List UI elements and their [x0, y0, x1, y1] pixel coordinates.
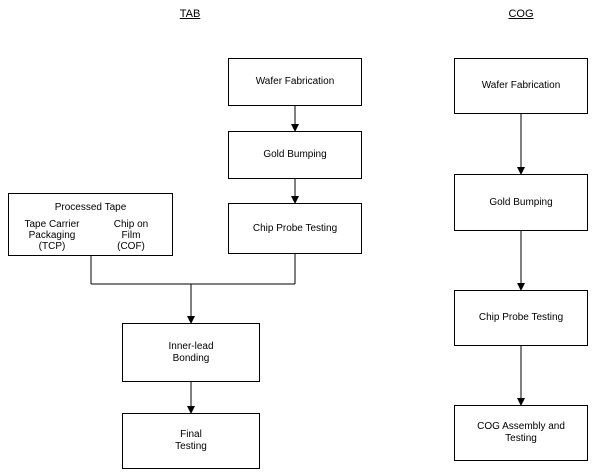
- final-testing-box: Final Testing: [122, 413, 260, 469]
- tab-chip-probe-testing-label: Chip Probe Testing: [252, 222, 338, 234]
- tab-wafer-fabrication-label: Wafer Fabrication: [255, 76, 335, 87]
- heading-tab: TAB: [179, 8, 201, 20]
- cog-gold-bumping-label: Gold Bumping: [489, 196, 553, 208]
- final-testing-line2: Testing: [175, 441, 207, 452]
- processed-tape-title: Processed Tape: [54, 202, 127, 213]
- inner-lead-bonding-box: Inner-lead Bonding: [122, 323, 260, 382]
- processed-tape-box: Processed Tape Tape Carrier Packaging (T…: [8, 193, 173, 256]
- tab-wafer-fabrication-box: Wafer Fabrication: [228, 58, 362, 106]
- cog-assembly-testing-line2: Testing: [505, 433, 537, 444]
- tcp-label: Tape Carrier Packaging (TCP): [24, 219, 80, 252]
- cog-gold-bumping-box: Gold Bumping: [454, 174, 588, 231]
- heading-cog: COG: [508, 8, 534, 20]
- tab-gold-bumping-label: Gold Bumping: [263, 149, 327, 160]
- final-testing-line1: Final: [180, 429, 202, 440]
- inner-lead-bonding-line1: Inner-lead: [168, 340, 214, 352]
- inner-lead-bonding-line2: Bonding: [172, 352, 210, 364]
- cog-chip-probe-testing-label: Chip Probe Testing: [478, 312, 564, 323]
- cog-wafer-fabrication-box: Wafer Fabrication: [454, 58, 588, 114]
- cog-assembly-testing-box: COG Assembly and Testing: [454, 405, 588, 461]
- cog-chip-probe-testing-box: Chip Probe Testing: [454, 290, 588, 346]
- tab-chip-probe-testing-box: Chip Probe Testing: [228, 203, 362, 254]
- cof-label: Chip on Film (COF): [113, 219, 149, 252]
- cog-assembly-testing-line1: COG Assembly and: [477, 421, 565, 432]
- tab-gold-bumping-box: Gold Bumping: [228, 131, 362, 179]
- cog-wafer-fabrication-label: Wafer Fabrication: [481, 80, 561, 91]
